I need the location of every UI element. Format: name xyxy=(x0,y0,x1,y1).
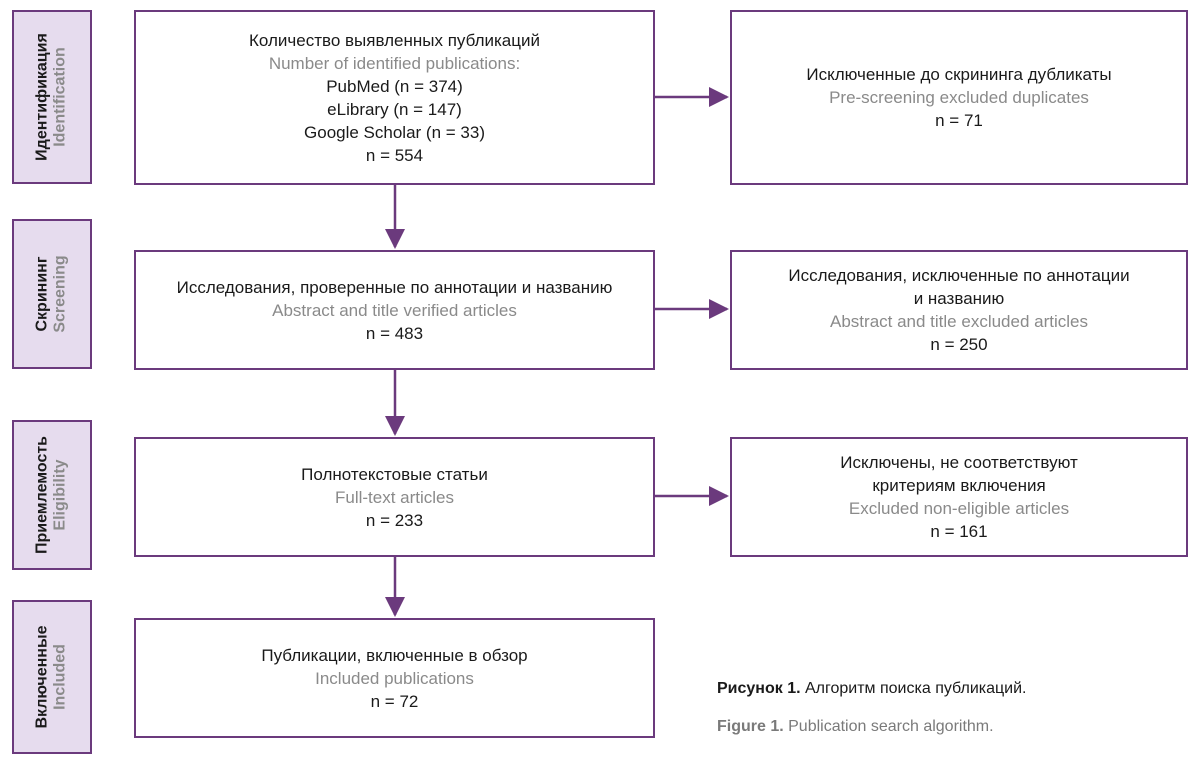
box-title-ru: Исключенные до скрининга дубликаты xyxy=(806,65,1112,84)
box-count: n = 233 xyxy=(365,510,424,530)
box-title-ru-line2: критериям включения xyxy=(872,476,1046,495)
box-title-ru: Полнотекстовые статьи xyxy=(301,464,488,484)
box-excluded-non-eligible: Исключены, не соответствуют критериям вк… xyxy=(730,437,1188,557)
box-title-en: Pre-screening excluded duplicates xyxy=(829,88,1089,107)
box-title-en: Excluded non-eligible articles xyxy=(848,499,1070,518)
caption-label-en: Figure 1. xyxy=(717,718,784,735)
box-title-en: Number of identified publications: xyxy=(268,53,521,73)
box-screened-articles: Исследования, проверенные по аннотации и… xyxy=(134,250,655,370)
box-title-en: Full-text articles xyxy=(334,487,455,507)
box-count: n = 483 xyxy=(365,323,424,343)
box-identified-publications: Количество выявленных публикаций Number … xyxy=(134,10,655,185)
box-title-en: Abstract and title excluded articles xyxy=(830,312,1088,331)
source-elibrary: eLibrary (n = 147) xyxy=(327,99,462,119)
box-excluded-by-abstract: Исследования, исключенные по аннотации и… xyxy=(730,250,1188,370)
figure-caption-en: Figure 1. Publication search algorithm. xyxy=(717,718,994,736)
box-title-ru: Количество выявленных публикаций xyxy=(249,30,540,50)
box-title-ru: Исследования, проверенные по аннотации и… xyxy=(176,277,613,297)
stage-screening: Скрининг Screening xyxy=(12,219,92,369)
box-title-ru-line1: Исключены, не соответствуют xyxy=(840,453,1078,472)
box-count: n = 554 xyxy=(365,145,424,165)
box-title-ru-line1: Исследования, исключенные по аннотации xyxy=(788,266,1130,285)
stage-eligibility: Приемлемость Eligibility xyxy=(12,420,92,570)
box-count: n = 72 xyxy=(370,691,419,711)
box-count: n = 161 xyxy=(930,522,988,541)
source-google-scholar: Google Scholar (n = 33) xyxy=(304,122,485,142)
caption-text-ru: Алгоритм поиска публикаций. xyxy=(800,680,1027,697)
stage-identification: Идентификация Identification xyxy=(12,10,92,184)
box-title-ru: Публикации, включенные в обзор xyxy=(261,645,528,665)
caption-label-ru: Рисунок 1. xyxy=(717,680,801,697)
caption-text-en: Publication search algorithm. xyxy=(783,718,994,735)
box-fulltext-articles: Полнотекстовые статьи Full-text articles… xyxy=(134,437,655,557)
figure-caption-ru: Рисунок 1. Алгоритм поиска публикаций. xyxy=(717,680,1026,698)
box-title-en: Included publications xyxy=(315,668,474,688)
box-title-en: Abstract and title verified articles xyxy=(272,300,517,320)
box-excluded-duplicates: Исключенные до скрининга дубликаты Pre-s… xyxy=(730,10,1188,185)
box-count: n = 71 xyxy=(935,111,983,130)
box-title-ru-line2: и названию xyxy=(913,289,1005,308)
box-included-publications: Публикации, включенные в обзор Included … xyxy=(134,618,655,738)
source-pubmed: PubMed (n = 374) xyxy=(326,76,463,96)
stage-included: Включенные Included xyxy=(12,600,92,754)
box-count: n = 250 xyxy=(930,335,988,354)
